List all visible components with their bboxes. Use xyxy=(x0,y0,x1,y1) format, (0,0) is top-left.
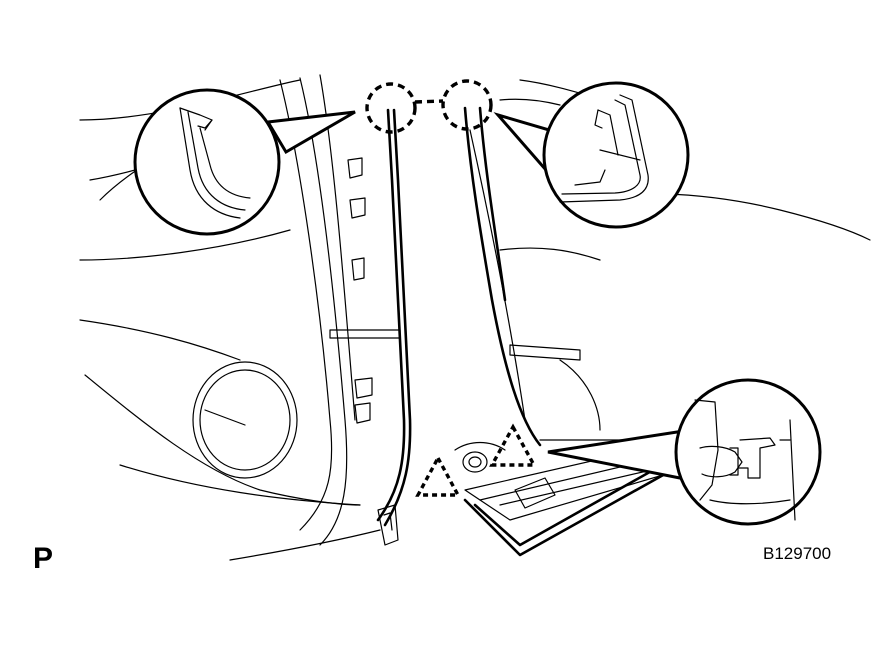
clip-marker-triangle-left xyxy=(415,454,461,497)
dashed-circle-right xyxy=(441,79,493,131)
dashed-circle-left xyxy=(365,82,417,134)
upper-left-clip-detail xyxy=(133,88,356,236)
upper-right-clip-detail xyxy=(493,81,690,229)
dashed-detail-circles xyxy=(365,79,493,134)
center-pillar-garnish xyxy=(376,106,692,557)
view-label: P xyxy=(33,542,54,575)
figure-code: B129700 xyxy=(763,544,832,563)
lower-right-clip-detail xyxy=(547,378,822,526)
dashed-connector xyxy=(414,99,444,104)
clip-marker-triangle-right xyxy=(489,423,537,467)
